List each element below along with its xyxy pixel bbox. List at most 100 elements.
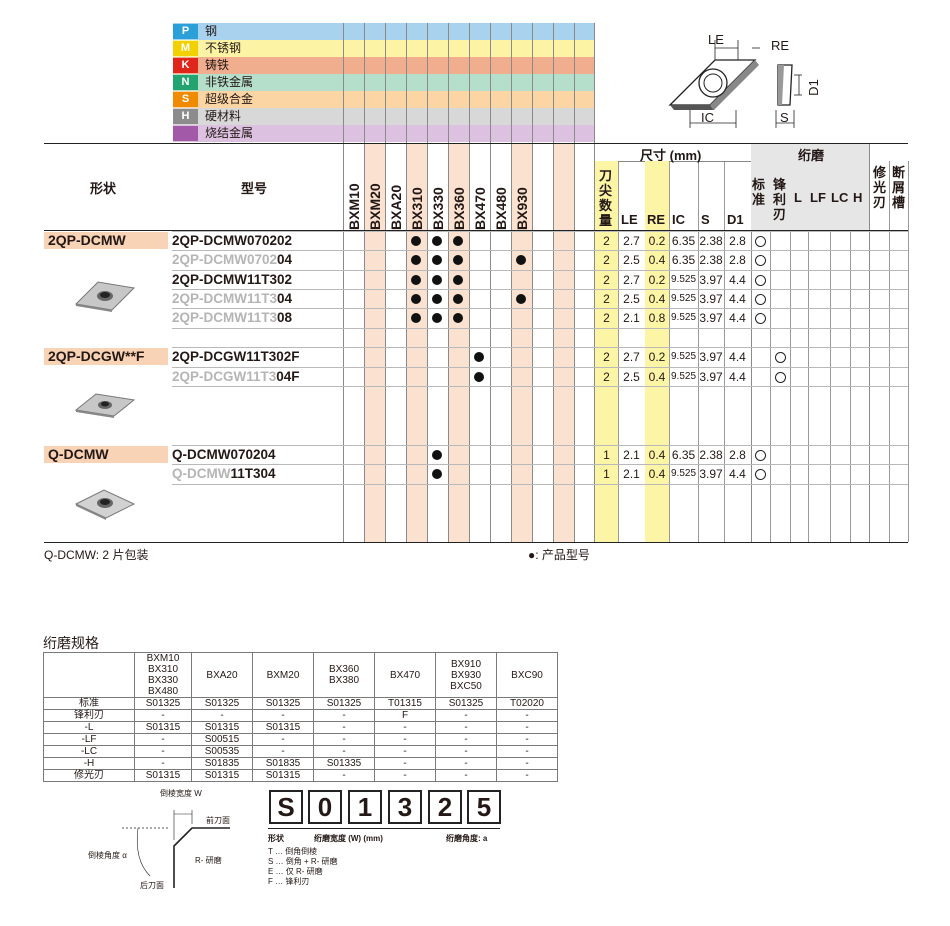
spec-cell: - — [134, 709, 192, 722]
cell-re: 0.4 — [648, 253, 666, 267]
stock-dot — [411, 255, 421, 265]
s-label: S — [780, 110, 789, 125]
shape-header: 形状 — [90, 181, 117, 196]
grade-header: BX360 — [448, 148, 468, 230]
model-prefix: 2QP-DCMW0702 — [172, 252, 278, 267]
chamfer-width-label: 倒棱宽度 W — [160, 789, 202, 798]
grade-header-label: BX360 — [451, 187, 467, 230]
material-name: 铸铁 — [205, 58, 230, 72]
grade-column-tint — [365, 144, 385, 542]
spec-row: -LC-S00535----- — [43, 745, 558, 758]
spec-cell: F — [374, 709, 436, 722]
material-row: 烧结金属 — [173, 125, 594, 142]
spec-cell: S01835 — [191, 757, 253, 770]
grid-line — [595, 161, 869, 162]
cell-ic: 9.525 — [670, 293, 697, 304]
code-shape-label: 形状 — [268, 834, 284, 843]
spec-cell: T02020 — [496, 697, 558, 710]
availability-circle — [755, 313, 766, 324]
family-q-dcmw: Q-DCMW — [44, 446, 168, 463]
stock-dot — [432, 450, 442, 460]
spec-cell: - — [496, 769, 558, 782]
cell-d1: 4.4 — [729, 292, 746, 306]
stock-dot — [516, 255, 526, 265]
grade-header: BX470 — [469, 148, 489, 230]
spec-cell: S01835 — [252, 757, 314, 770]
code-digit: 3 — [388, 790, 422, 824]
flank-face-label: 后刀面 — [140, 881, 164, 890]
cell-s: 3.97 — [699, 467, 723, 481]
re-header-bg — [645, 161, 669, 230]
ic-label: IC — [701, 110, 714, 125]
grade-column-tint — [512, 144, 532, 542]
grade-header: BXM10 — [343, 148, 363, 230]
table-row-model: 2QP-DCMW11T304 — [172, 290, 292, 308]
grade-header: BX330 — [427, 148, 447, 230]
dim-col-header: RE — [647, 212, 666, 227]
spec-cell: - — [496, 709, 558, 722]
spec-cell: - — [374, 769, 436, 782]
spec-header: BX910 BX930 BXC50 — [435, 652, 497, 698]
grade-header: BXM20 — [364, 148, 384, 230]
stock-dot — [453, 236, 463, 246]
row-rule — [172, 445, 908, 446]
grid-line — [790, 161, 791, 542]
cell-s: 3.97 — [699, 311, 723, 325]
material-code: P — [173, 24, 198, 39]
cell-ic: 6.35 — [671, 253, 696, 267]
cell-corners: 2 — [603, 311, 610, 325]
honing-col-header: LF — [810, 190, 826, 205]
table-row-model: Q-DCMW070204 — [172, 446, 276, 464]
spec-cell: S01315 — [134, 721, 192, 734]
stock-dot — [453, 275, 463, 285]
spec-cell: - — [496, 721, 558, 734]
stock-dot — [474, 372, 484, 382]
spec-cell: S00535 — [191, 745, 253, 758]
stock-dot — [411, 275, 421, 285]
row-rule — [172, 386, 908, 387]
spec-cell: - — [313, 745, 375, 758]
cell-d1: 2.8 — [729, 234, 746, 248]
material-name: 不锈钢 — [205, 41, 242, 55]
row-rule — [172, 328, 908, 329]
table-row-model: 2QP-DCMW070204 — [172, 251, 292, 269]
cell-le: 2.1 — [623, 467, 640, 481]
cell-re: 0.4 — [648, 467, 666, 481]
cell-ic: 9.525 — [670, 468, 697, 479]
availability-circle — [755, 255, 766, 266]
cell-le: 2.5 — [623, 292, 640, 306]
spec-cell: - — [435, 709, 497, 722]
spec-cell: S01325 — [134, 697, 192, 710]
availability-circle — [755, 450, 766, 461]
cell-ic: 9.525 — [670, 312, 697, 323]
model-suffix: 04 — [277, 291, 293, 306]
spec-header: BXA20 — [191, 652, 253, 698]
honing-header-bg — [751, 144, 869, 230]
availability-circle — [755, 236, 766, 247]
code-rule — [268, 828, 500, 829]
cell-corners: 2 — [603, 234, 610, 248]
model-prefix: Q-DCMW — [172, 466, 231, 481]
honing-col-header: H — [853, 190, 863, 205]
cell-ic: 9.525 — [670, 371, 697, 382]
table-row-model: 2QP-DCMW11T302 — [172, 271, 292, 289]
row-rule — [172, 367, 908, 368]
code-digit: S — [269, 790, 303, 824]
le-label: LE — [708, 32, 724, 47]
grid-line — [385, 23, 386, 542]
spec-cell: - — [313, 769, 375, 782]
cell-d1: 4.4 — [729, 350, 746, 364]
grid-line — [751, 144, 752, 542]
spec-cell: - — [496, 733, 558, 746]
grid-line — [574, 23, 575, 542]
availability-circle — [775, 372, 786, 383]
table-row-model: 2QP-DCGW11T304F — [172, 368, 300, 386]
cell-re: 0.4 — [648, 370, 666, 384]
grid-line — [553, 23, 554, 542]
honing-header-text: 绗磨 — [798, 148, 825, 163]
stock-dot — [411, 313, 421, 323]
spec-cell: - — [435, 757, 497, 770]
